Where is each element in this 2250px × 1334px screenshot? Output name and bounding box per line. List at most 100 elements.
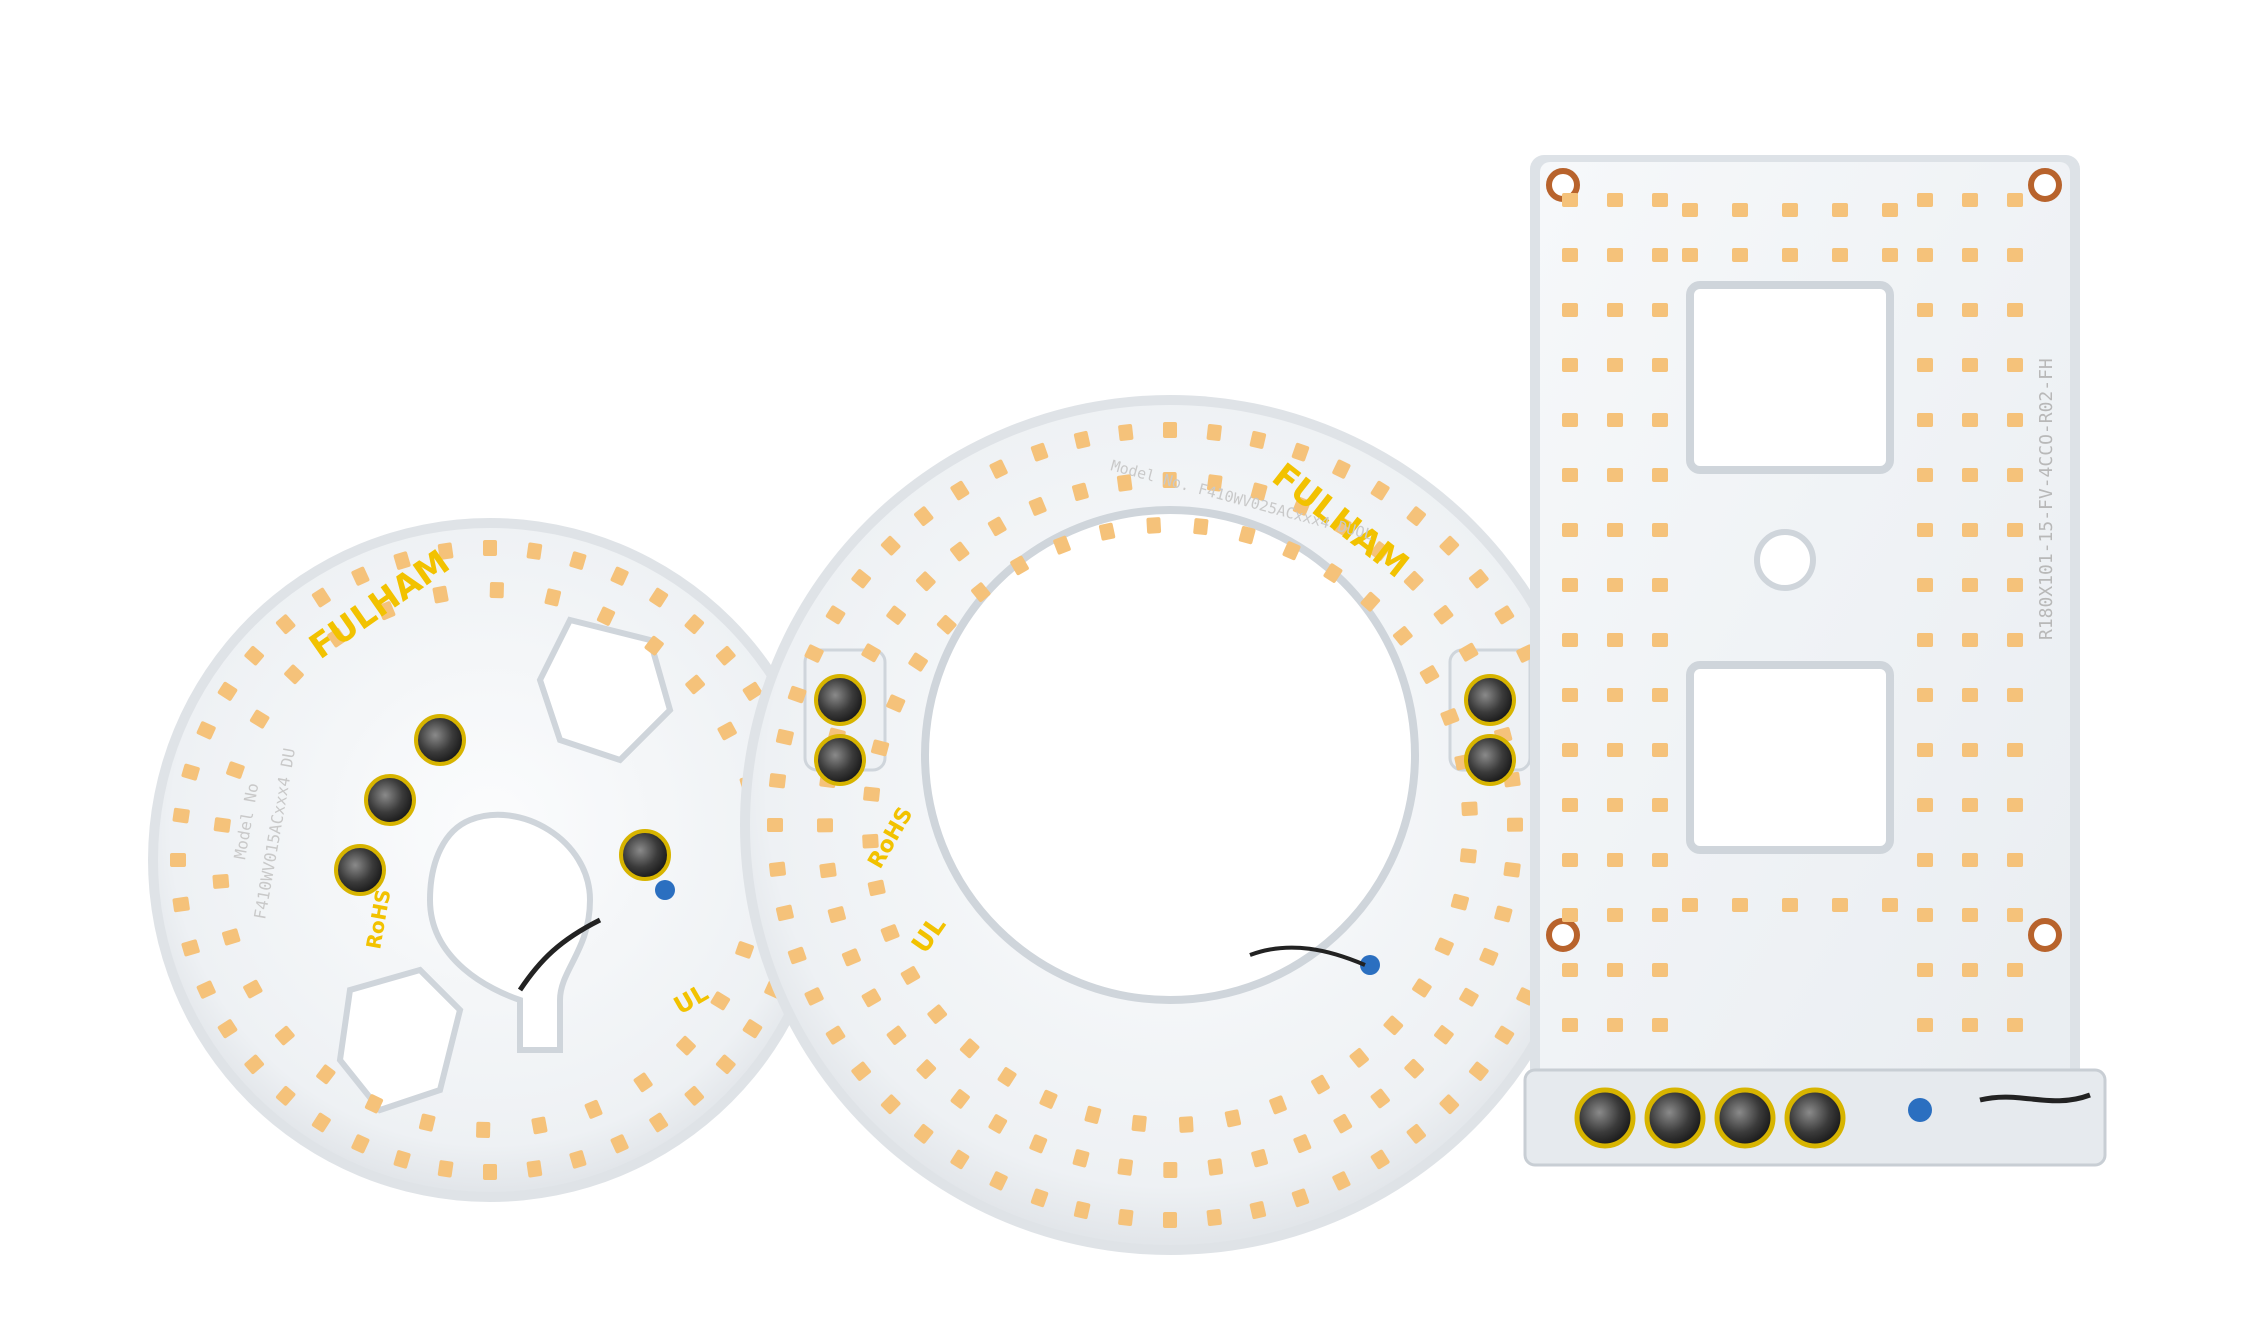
led [2007,908,2023,922]
led [735,941,754,959]
led [181,763,200,781]
led [1562,633,1578,647]
led [1370,480,1390,501]
led [1562,908,1578,922]
led [715,1054,736,1075]
capacitor [1464,734,1516,786]
led [1832,898,1848,912]
led [1652,523,1668,537]
led [1652,743,1668,757]
led [717,721,737,741]
led [596,606,616,626]
led [862,833,879,849]
led [1434,937,1454,956]
led [196,721,216,740]
ring-capacitors [814,674,1516,786]
led [1370,1149,1390,1170]
led [1962,1018,1978,1032]
led [2007,633,2023,647]
capacitor [814,734,866,786]
led [1732,203,1748,217]
led [1882,248,1898,262]
led [351,566,370,586]
led [1562,413,1578,427]
led [476,1121,491,1139]
led [1562,303,1578,317]
led [393,551,411,570]
led [1732,898,1748,912]
led [1404,1058,1424,1079]
led [1030,1188,1049,1208]
led [1073,430,1091,449]
led [886,694,906,713]
rect-capacitors [1574,1087,1846,1149]
mounting-hole [2028,918,2062,952]
led [1607,963,1623,977]
led [1607,193,1623,207]
capacitor [334,844,386,896]
led [1652,248,1668,262]
wire [1249,945,1366,967]
led [610,1134,629,1154]
led [1962,633,1978,647]
led [1206,474,1223,492]
led [2007,963,2023,977]
led [2007,413,2023,427]
mounting-hole [2028,168,2062,202]
led [1607,743,1623,757]
led [226,761,245,779]
led [1962,578,1978,592]
led [1917,413,1933,427]
capacitor [1574,1087,1636,1149]
led [633,1072,653,1093]
led [1562,523,1578,537]
led [1917,798,1933,812]
capacitor [619,829,671,881]
led [1917,963,1933,977]
led [827,906,846,923]
led [1406,1124,1426,1144]
led [275,1025,295,1046]
led [2007,1018,2023,1032]
led [775,904,794,922]
capacitor [1464,674,1516,726]
led [1607,248,1623,262]
rect-center-hole [1754,529,1816,591]
led [1562,743,1578,757]
led [1433,605,1454,625]
led [2007,798,2023,812]
led [1682,898,1698,912]
led [526,1160,543,1178]
led [1607,908,1623,922]
led [1562,1018,1578,1032]
led [1291,442,1310,462]
led [1282,541,1301,561]
led [649,587,669,608]
led [804,644,824,663]
led [316,1064,336,1085]
led [1962,193,1978,207]
led [851,1061,871,1081]
led [644,635,664,656]
led [841,948,861,967]
led [1607,853,1623,867]
led [1506,817,1524,832]
led [1607,303,1623,317]
led [767,818,783,832]
led [243,979,263,999]
led [1440,708,1460,726]
led [987,516,1007,537]
led [432,585,449,604]
led [1652,413,1668,427]
led [768,773,787,789]
led [1349,1047,1369,1068]
led [1962,743,1978,757]
led [1962,303,1978,317]
led [1028,496,1047,516]
led [437,1160,454,1178]
led [880,1094,901,1115]
led [1458,642,1479,662]
led [170,853,186,867]
led [364,1094,384,1114]
